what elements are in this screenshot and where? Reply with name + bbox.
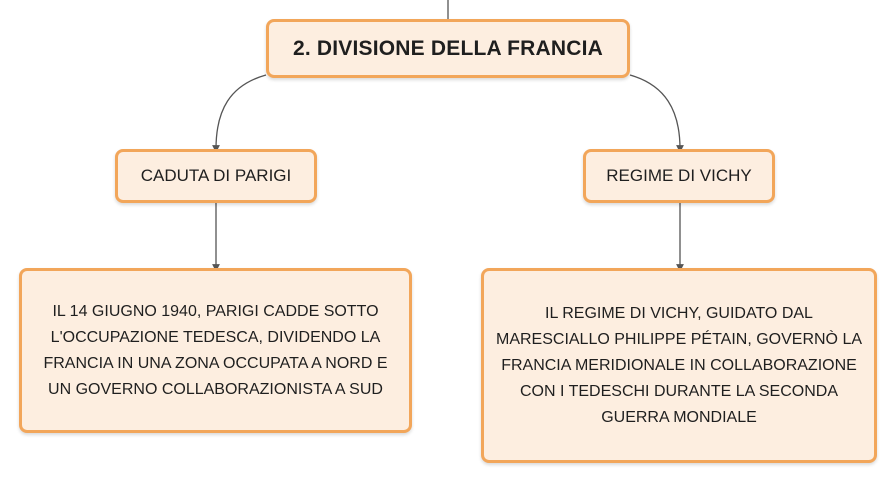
branch-node-regime-di-vichy[interactable]: REGIME DI VICHY — [583, 149, 775, 203]
branch-node-label: CADUTA DI PARIGI — [140, 166, 292, 185]
detail-node-text: IL 14 GIUGNO 1940, PARIGI CADDE SOTTO L'… — [43, 302, 388, 398]
branch-node-caduta-di-parigi[interactable]: CADUTA DI PARIGI — [115, 149, 317, 203]
detail-node-text: IL REGIME DI VICHY, GUIDATO DAL MARESCIA… — [495, 304, 863, 426]
connector-root-to-vichy — [629, 74, 684, 153]
root-node-label: 2. DIVISIONE DELLA FRANCIA — [292, 36, 604, 60]
root-node-title[interactable]: 2. DIVISIONE DELLA FRANCIA — [266, 19, 630, 78]
branch-node-label: REGIME DI VICHY — [606, 166, 752, 185]
detail-node-caduta-di-parigi[interactable]: IL 14 GIUGNO 1940, PARIGI CADDE SOTTO L'… — [19, 268, 412, 433]
detail-node-regime-di-vichy[interactable]: IL REGIME DI VICHY, GUIDATO DAL MARESCIA… — [481, 268, 877, 463]
connector-root-to-caduta — [212, 74, 267, 153]
